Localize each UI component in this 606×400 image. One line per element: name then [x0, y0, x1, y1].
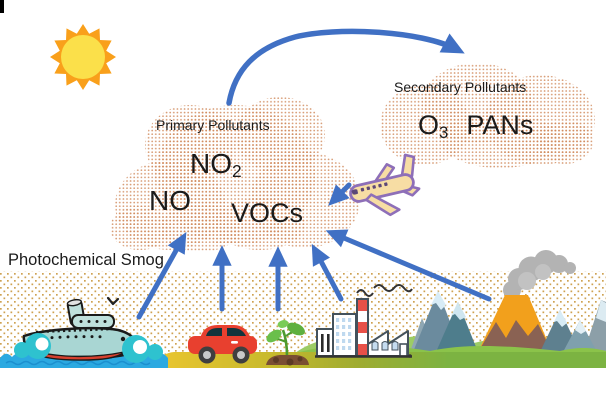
arrow-airplane-to-cloud	[328, 182, 352, 206]
chem-vocs: VOCs	[231, 198, 304, 228]
volcano-icon	[478, 295, 552, 352]
chem-no2: NO2	[190, 148, 242, 181]
secondary-cloud-label: Secondary Pollutants	[394, 79, 527, 95]
arrow-volcano-to-cloud	[325, 229, 492, 302]
chem-o3-pans: O3 PANs	[418, 110, 534, 142]
arrow-primary-to-secondary	[226, 28, 465, 106]
chem-no: NO	[149, 185, 191, 216]
factory-icon	[315, 284, 413, 358]
chem-pans: PANs	[466, 110, 534, 140]
plant-icon	[266, 320, 309, 366]
photochemical-smog-label: Photochemical Smog	[8, 251, 164, 269]
chem-o3: O3	[418, 110, 449, 142]
airplane-icon	[349, 153, 421, 217]
arrow-factory-to-cloud	[311, 243, 344, 302]
smoke-icon	[503, 250, 576, 299]
car-icon	[188, 325, 257, 364]
arrow-ship-to-cloud	[136, 231, 187, 320]
primary-cloud	[110, 97, 360, 252]
wave-icon	[14, 333, 163, 363]
sun-icon	[50, 24, 116, 90]
mountains-icon	[410, 291, 478, 352]
corner-mark	[0, 0, 4, 13]
mountains-right-icon	[540, 300, 606, 352]
secondary-cloud	[380, 63, 595, 168]
bird-icon	[106, 296, 120, 306]
primary-cloud-label: Primary Pollutants	[156, 117, 270, 133]
